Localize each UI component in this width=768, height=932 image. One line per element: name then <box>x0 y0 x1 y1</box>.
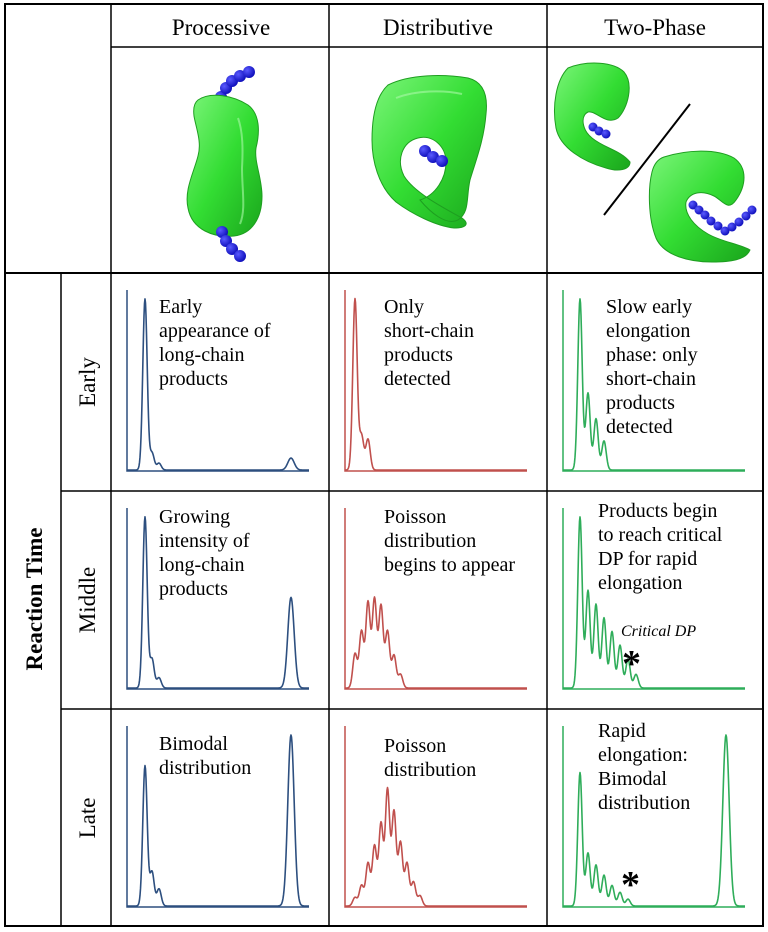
chart-trace <box>344 596 528 689</box>
caption-line: products <box>606 392 675 414</box>
caption-line: elongation: <box>598 744 688 766</box>
column-header-distributive: Distributive <box>383 15 493 40</box>
chart-axes <box>126 290 309 472</box>
caption-line: elongation <box>598 572 682 594</box>
chart-middle-two_phase <box>562 508 746 690</box>
chart-axes <box>126 726 309 908</box>
caption-line: products <box>384 344 453 366</box>
chart-axes <box>562 508 745 690</box>
chart-trace <box>562 516 746 689</box>
chart-trace <box>344 297 528 471</box>
row-axis-label: Reaction Time <box>22 528 47 671</box>
chart-trace <box>562 298 746 471</box>
caption-line: appearance of <box>159 320 271 342</box>
caption-line: to reach critical <box>598 524 723 546</box>
substrate-chain-bottom <box>216 226 246 262</box>
caption-line: Only <box>384 296 424 318</box>
critical-dp-label: Critical DP <box>621 623 696 640</box>
caption-line: distribution <box>159 757 251 779</box>
chromatogram-panels <box>126 290 746 908</box>
caption-line: Products begin <box>598 500 717 522</box>
chart-late-two_phase <box>562 726 746 908</box>
divider-slash <box>603 103 691 216</box>
distributive-enzyme-body <box>371 75 487 229</box>
chart-trace <box>562 734 746 907</box>
caption-line: detected <box>606 416 673 438</box>
caption-line: distribution <box>598 792 690 814</box>
substrate-short-chain <box>419 145 448 167</box>
caption-line: intensity of <box>159 530 250 552</box>
chart-late-distributive <box>344 726 528 908</box>
critical-dp-asterisk-middle: * <box>622 643 641 685</box>
row-label-middle: Middle <box>75 567 100 633</box>
column-header-two-phase: Two-Phase <box>604 15 706 40</box>
chart-axes <box>344 290 527 472</box>
row-label-early: Early <box>75 357 100 407</box>
caption-line: Poisson <box>384 506 446 528</box>
chart-axes <box>562 290 745 472</box>
caption-line: begins to appear <box>384 554 515 576</box>
chart-trace <box>126 516 310 689</box>
processive-enzyme-illustration <box>186 66 263 262</box>
substrate-chain-top <box>215 66 255 103</box>
critical-dp-asterisk-late: * <box>621 864 640 906</box>
caption-line: Early <box>159 296 202 318</box>
processive-enzyme-body <box>186 94 263 237</box>
chart-early-two_phase <box>562 290 746 472</box>
column-header-processive: Processive <box>172 15 270 40</box>
two-phase-enzyme-body-bottom <box>648 150 751 263</box>
table-grid <box>4 3 764 927</box>
two-phase-enzyme-body-top <box>554 62 631 171</box>
caption-line: Bimodal <box>598 768 667 790</box>
caption-line: Bimodal <box>159 733 228 755</box>
chart-trace <box>126 734 310 907</box>
chart-axes <box>126 508 309 690</box>
caption-line: Growing <box>159 506 230 528</box>
caption-line: phase: only <box>606 344 698 366</box>
caption-line: distribution <box>384 530 476 552</box>
caption-line: short-chain <box>606 368 696 390</box>
caption-line: Rapid <box>598 720 646 742</box>
row-label-late: Late <box>75 798 100 839</box>
substrate-chain-top-enzyme <box>588 122 611 139</box>
chart-early-processive <box>126 290 310 472</box>
caption-line: products <box>159 578 228 600</box>
chart-middle-distributive <box>344 508 528 690</box>
chart-middle-processive <box>126 508 310 690</box>
chart-trace <box>126 298 310 471</box>
caption-line: Slow early <box>606 296 692 318</box>
chart-trace <box>344 786 528 907</box>
chart-early-distributive <box>344 290 528 472</box>
caption-line: DP for rapid <box>598 548 697 570</box>
chart-late-processive <box>126 726 310 908</box>
substrate-chain-bottom-enzyme <box>688 200 757 236</box>
chart-axes <box>344 726 527 908</box>
caption-line: products <box>159 368 228 390</box>
caption-line: short-chain <box>384 320 474 342</box>
caption-line: Poisson <box>384 735 446 757</box>
caption-line: long-chain <box>159 344 245 366</box>
two-phase-enzyme-illustration <box>554 62 757 263</box>
caption-line: long-chain <box>159 554 245 576</box>
chart-axes <box>344 508 527 690</box>
caption-line: elongation <box>606 320 690 342</box>
chart-axes <box>562 726 745 908</box>
caption-line: distribution <box>384 759 476 781</box>
distributive-enzyme-illustration <box>371 75 487 229</box>
caption-line: detected <box>384 368 451 390</box>
